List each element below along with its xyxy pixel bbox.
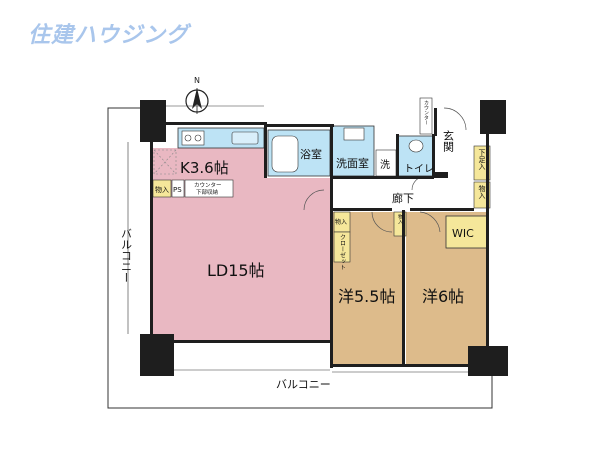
closet: [333, 231, 351, 263]
living-room-area: [152, 148, 330, 340]
label-shoe-closet: 下足入: [478, 149, 486, 170]
room-label-toilet: トイレ: [404, 164, 434, 175]
north-compass-icon: N: [185, 76, 209, 114]
room-label-kitchen: K3.6帖: [180, 159, 229, 177]
room-label-western-b: 洋6帖: [422, 287, 464, 306]
label-hall-storage: 物入: [335, 218, 347, 226]
sink-icon: [231, 131, 259, 145]
room-label-bath: 浴室: [300, 147, 322, 161]
room-label-entrance: 玄関: [442, 129, 455, 152]
label-entry-counter: カウンター: [423, 100, 429, 125]
label-counter-storage-1: カウンター: [194, 181, 222, 189]
label-entry-storage: 物入: [478, 184, 486, 199]
label-closet: クローゼット: [339, 234, 346, 270]
balcony-outline: [107, 107, 493, 409]
room-label-hallway: 廊下: [392, 191, 414, 205]
walls: [140, 100, 508, 376]
hallway-area: [332, 178, 474, 210]
walk-in-closet: [445, 215, 489, 249]
counter-storage: [184, 179, 234, 198]
label-shelf: 物入: [397, 213, 403, 224]
label-balcony-side: バルコニー: [120, 228, 133, 283]
brand-logo: 住建ハウジング: [28, 23, 190, 48]
label-kitchen-pantry: 物入: [155, 185, 169, 194]
bathtub-icon: [271, 135, 299, 173]
room-label-wic: WIC: [452, 227, 474, 240]
room-label-washroom: 洗面室: [336, 156, 369, 170]
entry-counter: [419, 97, 433, 135]
windows: [127, 105, 468, 373]
label-ps: PS: [173, 186, 182, 194]
stove-icon: [181, 130, 205, 146]
entrance-area: [436, 108, 476, 174]
pipe-space: [171, 179, 185, 198]
vanity-icon: [343, 127, 365, 141]
label-counter-storage-2: 下部収納: [196, 188, 219, 196]
label-balcony-bottom: バルコニー: [276, 378, 331, 391]
fridge-space: [153, 149, 177, 175]
compass-label: N: [194, 76, 200, 85]
toilet-icon: [408, 139, 424, 153]
room-label-living: LD15帖: [207, 261, 265, 280]
room-label-washer: 洗: [380, 159, 390, 171]
room-label-western-a: 洋5.5帖: [338, 287, 395, 306]
